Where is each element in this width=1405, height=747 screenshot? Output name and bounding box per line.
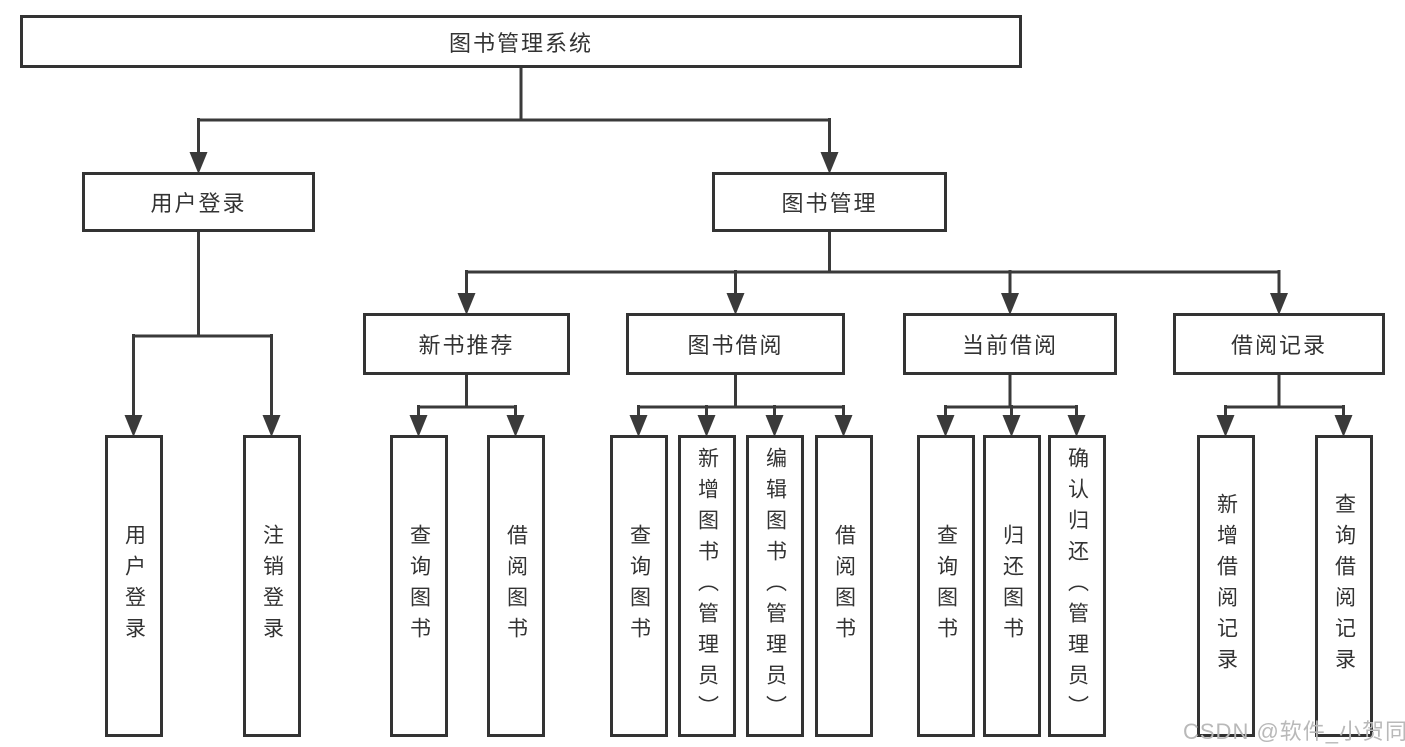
- node-new-book-recommend: 新书推荐: [363, 313, 570, 375]
- node-leaf-add-borrow-record: 新增借阅记录: [1197, 435, 1255, 737]
- node-leaf-return-books: 归还图书: [983, 435, 1041, 737]
- node-leaf-confirm-return-admin: 确认归还（管理员）: [1048, 435, 1106, 737]
- node-current-borrowing: 当前借阅: [903, 313, 1117, 375]
- node-leaf-query-borrow-record: 查询借阅记录: [1315, 435, 1373, 737]
- edge-root-to-level2: [189, 68, 839, 174]
- node-book-management-group-label: 图书管理: [781, 191, 878, 216]
- node-user-login-group-label: 用户登录: [150, 191, 247, 216]
- edge-borrow-records-to-leaves: [1216, 375, 1353, 437]
- node-leaf-edit-books-admin-label: 编辑图书（管理员）: [763, 446, 787, 726]
- node-leaf-return-books-label: 归还图书: [1000, 524, 1024, 648]
- node-leaf-query-books-borrowing: 查询图书: [610, 435, 668, 737]
- node-leaf-query-books-borrowing-label: 查询图书: [627, 524, 651, 648]
- node-book-borrowing-label: 图书借阅: [687, 333, 784, 358]
- node-leaf-borrow-books-recommend-label: 借阅图书: [504, 524, 528, 648]
- node-leaf-edit-books-admin: 编辑图书（管理员）: [746, 435, 804, 737]
- node-borrowing-records-label: 借阅记录: [1230, 333, 1327, 358]
- node-leaf-borrow-books-recommend: 借阅图书: [487, 435, 545, 737]
- node-leaf-logout: 注销登录: [243, 435, 301, 737]
- node-leaf-query-books-recommend: 查询图书: [390, 435, 448, 737]
- node-leaf-add-books-admin-label: 新增图书（管理员）: [695, 446, 719, 726]
- node-leaf-user-login-label: 用户登录: [122, 524, 146, 648]
- node-leaf-logout-label: 注销登录: [260, 524, 284, 648]
- node-borrowing-records: 借阅记录: [1173, 313, 1385, 375]
- node-leaf-query-borrow-record-label: 查询借阅记录: [1332, 493, 1356, 679]
- node-leaf-confirm-return-admin-label: 确认归还（管理员）: [1065, 446, 1089, 726]
- csdn-watermark: CSDN @软件_小贺同学: [1183, 719, 1405, 744]
- node-leaf-add-borrow-record-label: 新增借阅记录: [1214, 493, 1238, 679]
- node-user-login-group: 用户登录: [82, 172, 315, 232]
- edge-book-management-to-level3: [457, 232, 1288, 315]
- node-leaf-query-books-current: 查询图书: [917, 435, 975, 737]
- edge-current-borrow-to-leaves: [936, 375, 1086, 437]
- node-root-label: 图书管理系统: [448, 30, 593, 56]
- edge-book-borrow-to-leaves: [629, 375, 853, 437]
- node-leaf-query-books-current-label: 查询图书: [934, 524, 958, 648]
- node-current-borrowing-label: 当前借阅: [961, 333, 1058, 358]
- node-leaf-add-books-admin: 新增图书（管理员）: [678, 435, 736, 737]
- edge-new-book-rec-to-leaves: [409, 375, 525, 437]
- edge-user-login-to-leaves: [124, 232, 281, 437]
- node-book-borrowing: 图书借阅: [626, 313, 845, 375]
- node-new-book-recommend-label: 新书推荐: [418, 333, 515, 358]
- node-leaf-user-login: 用户登录: [105, 435, 163, 737]
- node-leaf-borrow-books-borrowing: 借阅图书: [815, 435, 873, 737]
- node-root: 图书管理系统: [20, 15, 1022, 68]
- node-leaf-borrow-books-borrowing-label: 借阅图书: [832, 524, 856, 648]
- node-book-management-group: 图书管理: [712, 172, 947, 232]
- node-leaf-query-books-recommend-label: 查询图书: [407, 524, 431, 648]
